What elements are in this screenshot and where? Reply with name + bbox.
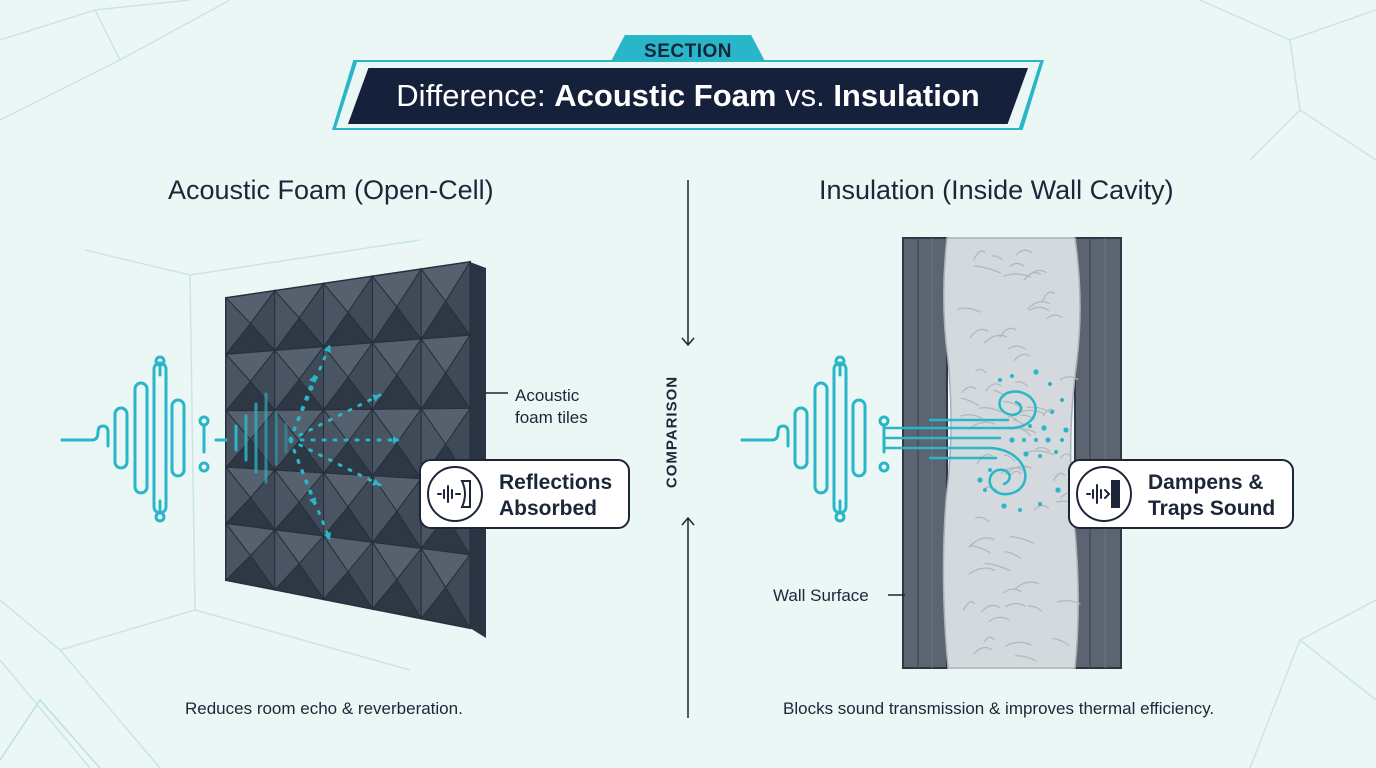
foam-pyramid-face [371,540,398,611]
callout-line1: Reflections [499,471,613,494]
right-panel-caption: Blocks sound transmission & improves the… [783,699,1215,718]
foam-pyramid-face [420,337,447,411]
reflections-absorbed-callout: Reflections Absorbed [419,459,630,529]
callout-text: Dampens & Traps Sound [1148,470,1275,522]
foam-pyramid-face [323,345,349,412]
foam-pyramid-face [371,474,398,544]
foam-pyramid-face [274,468,300,532]
title-prefix: Difference: [396,78,555,113]
foam-pyramid-face [225,296,252,356]
tiles-label-line1: Acoustic [515,386,580,405]
foam-pyramid-face [323,282,349,349]
wall-stud-right [1074,237,1122,669]
foam-pyramid-face [274,289,300,353]
dampens-traps-sound-callout: Dampens & Traps Sound [1068,459,1294,529]
divider-arrow-down [681,337,695,347]
foam-pyramid-face [274,349,300,412]
foam-pyramid-face [323,534,349,601]
absorption-icon [427,466,483,522]
title-term-acoustic-foam: Acoustic Foam [554,78,777,113]
sound-lines-entering [884,418,1012,460]
foam-pyramid-face [371,341,398,411]
wall-surface-label: Wall Surface [773,586,869,605]
title-term-insulation: Insulation [833,78,980,113]
callout-line2: Absorbed [499,497,598,520]
foam-pyramid-face [371,407,398,478]
divider-arrow-up [681,516,695,526]
foam-pyramid-face [371,274,398,345]
incoming-sound-wave-left [60,355,288,523]
foam-pyramid-face [420,267,447,341]
damping-swirls [988,390,1037,496]
incoming-sound-wave-right [740,355,890,523]
foam-pyramid-face [225,465,252,525]
foam-pyramid-face [225,353,252,413]
foam-pyramid-face [420,546,447,620]
callout-line1: Dampens & [1148,471,1264,494]
left-panel-caption: Reduces room echo & reverberation. [185,699,463,718]
foam-pyramid-face [225,522,252,582]
right-panel-title: Insulation (Inside Wall Cavity) [819,175,1174,205]
foam-tiles [224,260,472,630]
page-title: Difference: Acoustic Foam vs. Insulation [348,68,1028,124]
acoustic-foam-tiles-label: Acoustic foam tiles [515,385,588,429]
callout-line2: Traps Sound [1148,497,1276,520]
damping-icon [1076,466,1132,522]
wall-stud-left [902,237,948,669]
foam-pyramid-face [274,528,300,591]
title-join: vs. [776,78,834,113]
foam-panel-edge [470,262,486,638]
foam-pyramid-face [323,471,349,538]
reflection-arrows [288,343,402,542]
left-panel-title: Acoustic Foam (Open-Cell) [168,175,494,205]
callout-text: Reflections Absorbed [499,470,612,522]
tiles-label-line2: foam tiles [515,408,588,427]
